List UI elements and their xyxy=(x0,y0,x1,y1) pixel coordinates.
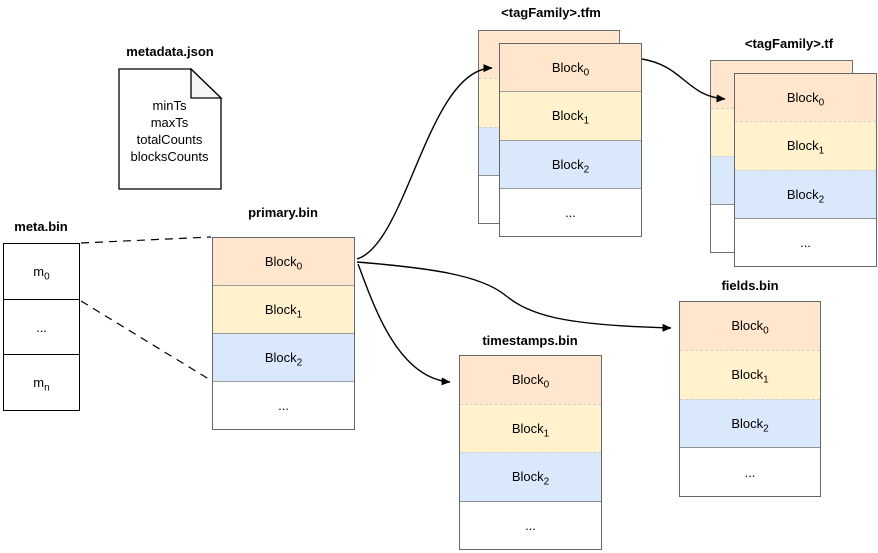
block-label: Block0 xyxy=(551,60,590,79)
block-label: Block2 xyxy=(511,469,550,488)
block-label: Block0 xyxy=(786,90,825,109)
block-label: Block2 xyxy=(264,350,303,369)
tag-family-tf-title: <tagFamily>.tf xyxy=(744,36,834,51)
meta-row: mn xyxy=(4,354,79,410)
block-label: Block2 xyxy=(731,415,769,435)
block-row: Block2 xyxy=(213,333,354,381)
block-label: ... xyxy=(525,517,536,533)
stack-meta-bin: m0 ... mn xyxy=(3,243,80,411)
metadata-line: totalCounts xyxy=(136,132,203,147)
metadata-json-title: metadata.json xyxy=(126,44,214,59)
block-label: Block1 xyxy=(511,420,550,440)
tag-family-tfm-title: <tagFamily>.tfm xyxy=(501,5,601,20)
block-label: Block2 xyxy=(786,186,825,206)
metadata-json-fields: minTs maxTs totalCounts blocksCounts xyxy=(119,97,220,165)
block-row: ... xyxy=(460,500,601,549)
block-label: Block0 xyxy=(264,254,303,273)
block-row: Block1 xyxy=(460,403,601,452)
dashed-link-meta-to-primary-top xyxy=(80,236,212,244)
meta-bin-title: meta.bin xyxy=(14,219,68,234)
block-row: Block0 xyxy=(680,302,820,350)
document-outline xyxy=(118,68,222,190)
block-row: Block2 xyxy=(460,452,601,501)
block-label: Block1 xyxy=(731,367,769,386)
primary-bin-title: primary.bin xyxy=(248,205,318,220)
block-label: Block1 xyxy=(551,108,590,127)
stack-primary-bin: Block0 Block1 Block2 ... xyxy=(212,237,355,430)
block-row: Block2 xyxy=(735,169,876,218)
block-label: Block0 xyxy=(731,318,769,337)
fields-bin-title: fields.bin xyxy=(721,278,779,293)
block-label: Block0 xyxy=(511,372,550,391)
block-row: Block2 xyxy=(500,139,641,188)
dashed-link-meta-to-primary-bottom xyxy=(80,300,213,382)
metadata-line: blocksCounts xyxy=(130,149,209,164)
block-row: Block0 xyxy=(213,238,354,285)
arrow-primary-to-timestamps xyxy=(357,263,451,386)
meta-row-label: mn xyxy=(33,375,50,394)
block-row: Block0 xyxy=(500,44,641,92)
arrow-primary-to-fields xyxy=(356,261,672,332)
meta-row-label: m0 xyxy=(33,263,50,283)
stack-timestamps-bin: Block0 Block1 Block2 ... xyxy=(459,355,602,550)
document-icon xyxy=(118,68,223,190)
meta-row-label: ... xyxy=(36,319,47,335)
block-row: Block2 xyxy=(680,398,820,448)
timestamps-bin-title: timestamps.bin xyxy=(482,333,578,348)
block-row: Block0 xyxy=(460,356,601,404)
block-row: ... xyxy=(500,187,641,236)
block-label: ... xyxy=(800,234,811,250)
metadata-line: minTs xyxy=(152,98,187,113)
block-row: Block1 xyxy=(500,91,641,140)
block-label: ... xyxy=(278,398,289,413)
metadata-line: maxTs xyxy=(150,115,189,130)
block-row: ... xyxy=(213,381,354,429)
stack-fields-bin: Block0 Block1 Block2 ... xyxy=(679,301,821,497)
block-label: Block1 xyxy=(264,302,303,321)
block-label: Block2 xyxy=(551,156,590,176)
block-label: ... xyxy=(744,464,756,480)
block-row: Block1 xyxy=(213,285,354,333)
stack-tag-family-tfm: Block0 Block1 Block2 ... xyxy=(499,43,642,237)
block-label: Block1 xyxy=(786,138,825,157)
arrow-primary-to-tfm xyxy=(356,64,493,260)
meta-row: m0 xyxy=(4,244,79,299)
block-row: Block1 xyxy=(735,121,876,170)
folded-corner-icon xyxy=(190,68,223,99)
block-row: Block0 xyxy=(735,74,876,122)
meta-row: ... xyxy=(4,298,79,355)
block-row: ... xyxy=(680,447,820,496)
block-row: Block1 xyxy=(680,349,820,399)
stack-tag-family-tf: Block0 Block1 Block2 ... xyxy=(734,73,877,267)
block-row: ... xyxy=(735,217,876,266)
block-label: ... xyxy=(565,204,576,220)
